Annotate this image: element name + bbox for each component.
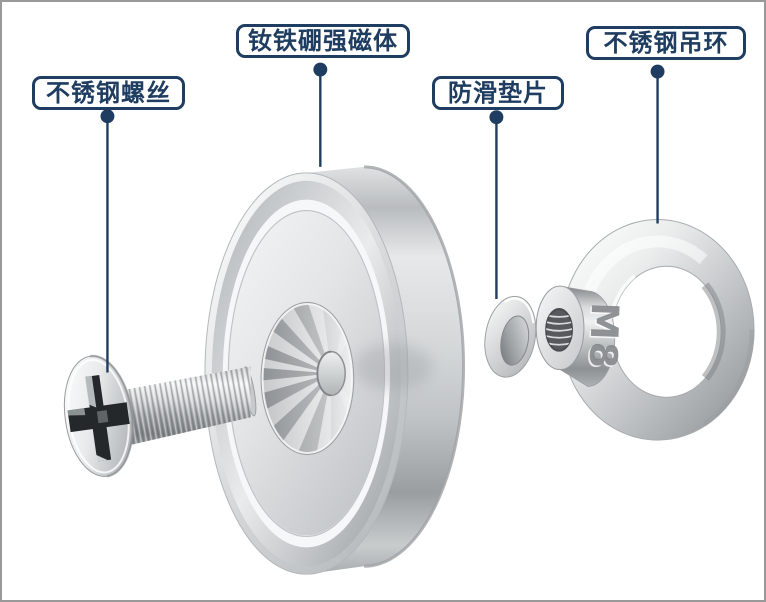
callout-label-eye-ring: 不锈钢吊环	[586, 26, 746, 60]
magnet-illustration	[204, 165, 466, 575]
eye-ring-nut: M8 M8	[535, 285, 627, 387]
callout-label-washer-text: 防滑垫片	[448, 79, 548, 107]
callout-label-washer: 防滑垫片	[432, 76, 564, 110]
washer-illustration	[484, 295, 537, 378]
callout-label-screw-text: 不锈钢螺丝	[46, 79, 171, 107]
callout-dots	[100, 62, 665, 125]
callout-dot-screw	[100, 109, 115, 124]
callout-dot-washer	[489, 110, 504, 125]
callout-leaders	[106, 69, 659, 373]
callout-label-eye-ring-text: 不锈钢吊环	[603, 29, 729, 57]
callout-label-magnet-text: 钕铁硼强磁体	[248, 27, 398, 55]
screw-head	[63, 354, 134, 478]
nut-stamp: M8	[581, 302, 627, 371]
phillips-cross-icon	[67, 374, 130, 462]
screw-illustration	[63, 354, 257, 478]
callout-dot-eye	[650, 64, 665, 79]
washer-hole	[500, 315, 530, 366]
eye-ring-illustration: M8 M8	[535, 219, 755, 441]
callout-label-screw: 不锈钢螺丝	[32, 76, 185, 110]
nut-stamp-emboss: M8	[579, 303, 625, 372]
callout-label-magnet: 钕铁硼强磁体	[236, 24, 410, 58]
callout-dot-magnet	[313, 62, 328, 77]
